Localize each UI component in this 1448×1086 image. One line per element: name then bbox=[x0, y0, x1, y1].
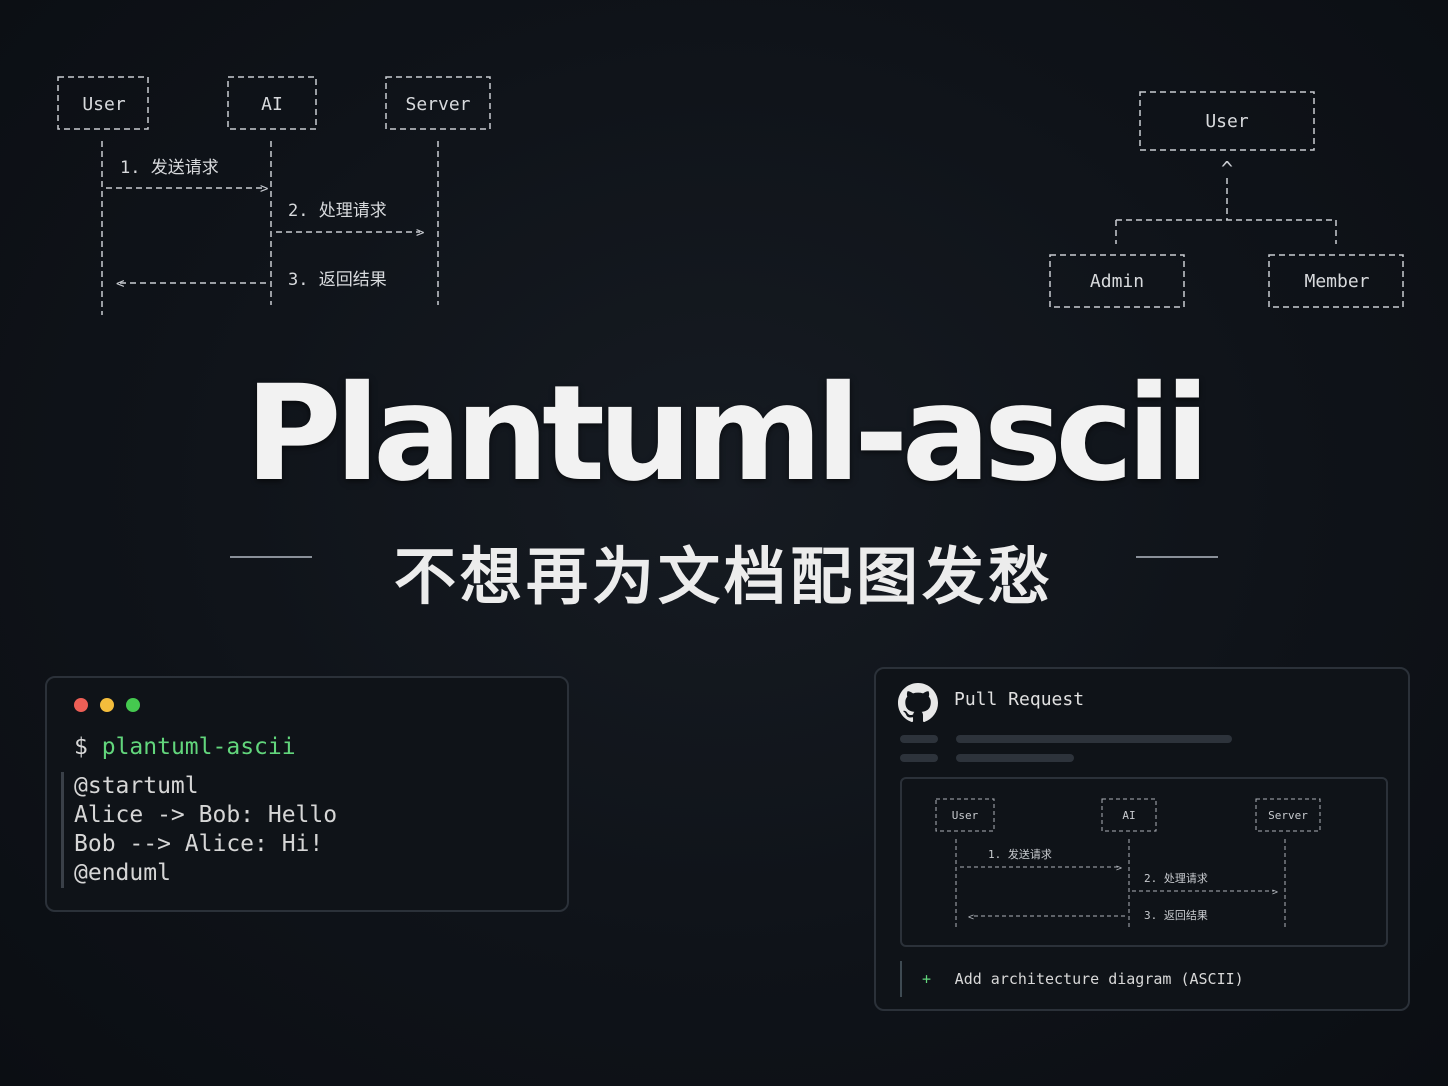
svg-text:>: > bbox=[1116, 863, 1122, 874]
commit-entry[interactable]: + Add architecture diagram (ASCII) bbox=[900, 961, 1244, 997]
sequence-diagram: > > < User AI Server 1. 发送请求 2. 处理请求 3. … bbox=[57, 76, 491, 315]
message-1-label: 1. 发送请求 bbox=[120, 158, 219, 178]
minimize-window-dot[interactable] bbox=[100, 698, 114, 712]
close-window-dot[interactable] bbox=[74, 698, 88, 712]
svg-text:<: < bbox=[968, 912, 974, 923]
github-icon bbox=[898, 683, 938, 723]
code-line: @startuml bbox=[74, 773, 199, 799]
participant-server-label: Server bbox=[405, 94, 470, 115]
subtitle-row: 不想再为文档配图发愁 bbox=[0, 522, 1448, 613]
page-title: Plantuml-ascii bbox=[244, 357, 1210, 511]
commit-message: Add architecture diagram (ASCII) bbox=[954, 970, 1244, 988]
participant-user-label: User bbox=[82, 94, 126, 115]
svg-text:<: < bbox=[116, 276, 124, 292]
svg-text:>: > bbox=[1272, 887, 1278, 898]
svg-text:^: ^ bbox=[1221, 157, 1233, 181]
pull-request-card: Pull Request > > < User bbox=[874, 667, 1410, 1011]
mini-message-1: 1. 发送请求 bbox=[988, 847, 1052, 861]
class-member-label: Member bbox=[1304, 271, 1369, 292]
subtitle-divider-left bbox=[230, 556, 312, 558]
message-2-label: 2. 处理请求 bbox=[288, 201, 387, 221]
class-user-label: User bbox=[1205, 111, 1249, 132]
mini-message-2: 2. 处理请求 bbox=[1144, 872, 1208, 885]
mini-participant-user: User bbox=[952, 809, 979, 822]
placeholder-bar bbox=[900, 754, 938, 762]
maximize-window-dot[interactable] bbox=[126, 698, 140, 712]
mini-message-3: 3. 返回结果 bbox=[1144, 909, 1208, 922]
terminal-prompt: $ bbox=[74, 734, 88, 760]
placeholder-bar bbox=[956, 735, 1232, 743]
mini-participant-ai: AI bbox=[1122, 809, 1135, 822]
terminal-command-line: $ plantuml-ascii bbox=[74, 734, 296, 760]
mini-sequence-diagram: > > < User AI Server 1. 发送请求 2. 处理请求 3. … bbox=[935, 798, 1321, 927]
pull-request-title: Pull Request bbox=[954, 689, 1085, 710]
participant-ai-label: AI bbox=[261, 94, 283, 115]
mini-participant-server: Server bbox=[1268, 809, 1308, 822]
message-3-label: 3. 返回结果 bbox=[288, 270, 387, 290]
svg-text:>: > bbox=[260, 181, 268, 197]
subtitle: 不想再为文档配图发愁 bbox=[393, 540, 1054, 613]
terminal-command: plantuml-ascii bbox=[101, 734, 296, 760]
placeholder-bar bbox=[956, 754, 1074, 762]
placeholder-bar bbox=[900, 735, 938, 743]
terminal-output: @startuml Alice -> Bob: Hello Bob --> Al… bbox=[61, 772, 337, 888]
added-marker: + bbox=[922, 970, 932, 988]
code-line: Bob --> Alice: Hi! bbox=[74, 831, 324, 857]
class-admin-label: Admin bbox=[1090, 271, 1144, 292]
svg-text:>: > bbox=[416, 225, 424, 241]
code-line: Alice -> Bob: Hello bbox=[74, 802, 338, 828]
subtitle-divider-right bbox=[1136, 556, 1218, 558]
class-hierarchy-diagram: ^ User Admin Member bbox=[1049, 91, 1404, 308]
terminal-window: $ plantuml-ascii @startuml Alice -> Bob:… bbox=[45, 676, 569, 912]
code-line: @enduml bbox=[74, 860, 171, 886]
pull-request-diagram-preview: > > < User AI Server 1. 发送请求 2. 处理请求 3. … bbox=[900, 777, 1388, 947]
